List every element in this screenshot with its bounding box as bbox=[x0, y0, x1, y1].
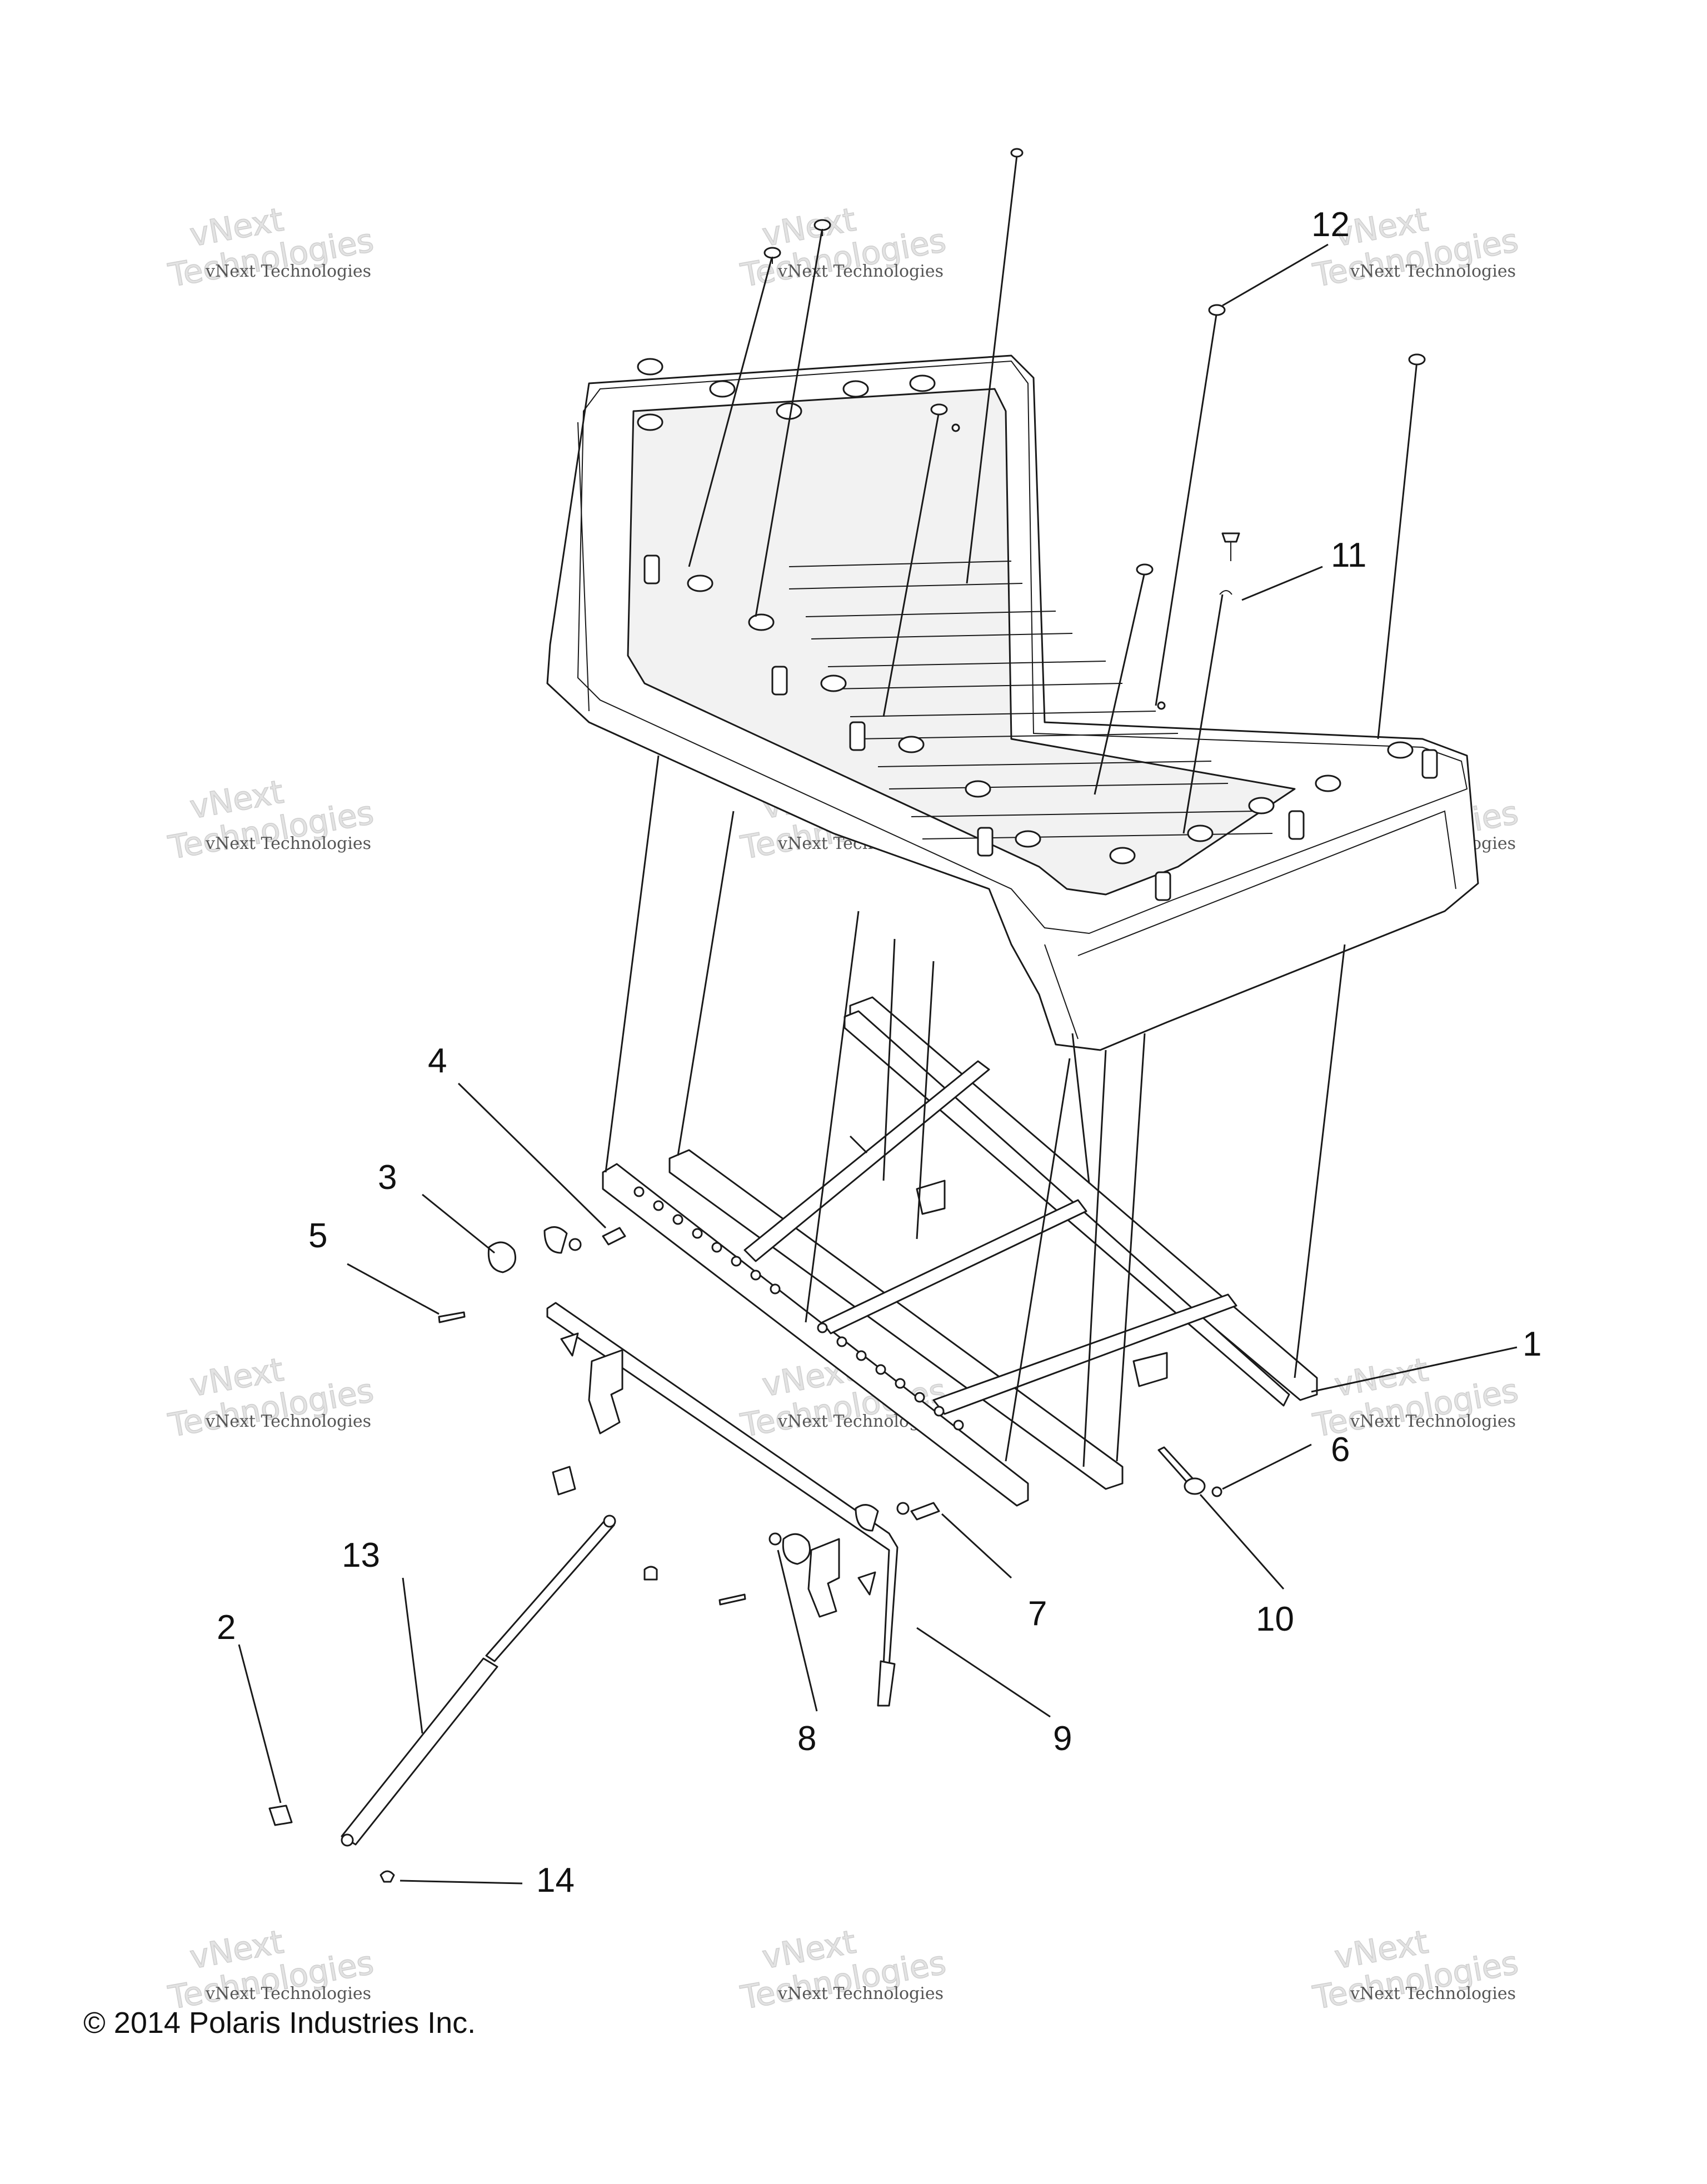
bushing bbox=[1184, 1477, 1206, 1495]
callout-1: 1 bbox=[1523, 1325, 1541, 1363]
lever-handle bbox=[877, 1660, 896, 1707]
svg-text:vNext Technologies: vNext Technologies bbox=[205, 1412, 371, 1431]
callout-10: 10 bbox=[1256, 1600, 1294, 1638]
svg-text:vNext Technologies: vNext Technologies bbox=[1350, 262, 1516, 281]
cargo-box-rim bbox=[577, 360, 1468, 934]
callout-11: 11 bbox=[1331, 536, 1366, 574]
bushing bbox=[487, 1241, 516, 1273]
gas-strut bbox=[485, 1518, 615, 1662]
bushing bbox=[782, 1533, 811, 1565]
cargo-box-floor bbox=[627, 388, 1296, 896]
watermark: vNext Technologies vNext Technologies bbox=[165, 1350, 377, 1445]
washer bbox=[1211, 1486, 1222, 1497]
gas-strut-cylinder bbox=[341, 1657, 498, 1846]
latch-assembly bbox=[268, 1226, 1222, 1883]
pin bbox=[602, 1227, 626, 1246]
rail-holes bbox=[633, 1186, 964, 1431]
screw bbox=[1221, 532, 1240, 561]
latch-hook bbox=[588, 1349, 623, 1435]
bolt bbox=[438, 1311, 466, 1323]
callout-8: 8 bbox=[797, 1720, 816, 1758]
callout-4: 4 bbox=[428, 1042, 447, 1080]
push-rivet bbox=[1010, 148, 1024, 158]
bolt bbox=[718, 1593, 746, 1606]
watermark: vNext Technologies vNext Technologies bbox=[165, 200, 377, 295]
assembly-leader-lines bbox=[605, 155, 1418, 1467]
crossbar bbox=[821, 1199, 1087, 1335]
push-rivets bbox=[763, 148, 1426, 595]
svg-text:vNext Technologies: vNext Technologies bbox=[205, 1984, 371, 2003]
pin bbox=[268, 1805, 293, 1826]
svg-text:vNext Technologies: vNext Technologies bbox=[1350, 1984, 1516, 2003]
callout-3: 3 bbox=[378, 1158, 397, 1197]
clip bbox=[1219, 590, 1232, 595]
callout-7: 7 bbox=[1028, 1595, 1047, 1633]
push-rivet bbox=[763, 247, 781, 264]
watermark: vNext Technologies vNext Technologies bbox=[1310, 1922, 1521, 2017]
push-rivet bbox=[813, 219, 831, 236]
svg-text:vNext Technologies: vNext Technologies bbox=[777, 1984, 944, 2003]
callout-labels: 1 2 3 4 5 6 7 8 9 10 11 12 13 14 bbox=[217, 206, 1541, 1900]
push-rivet bbox=[1408, 353, 1426, 366]
svg-text:vNext Technologies: vNext Technologies bbox=[777, 262, 944, 281]
callout-9: 9 bbox=[1053, 1720, 1072, 1758]
callout-leaders bbox=[238, 243, 1518, 1885]
push-rivet bbox=[1208, 304, 1226, 316]
watermark: vNext Technologies vNext Technologies bbox=[165, 1922, 377, 2017]
callout-13: 13 bbox=[342, 1536, 380, 1575]
nut bbox=[768, 1532, 782, 1546]
callout-12: 12 bbox=[1311, 206, 1350, 244]
callout-2: 2 bbox=[217, 1608, 236, 1647]
push-rivet bbox=[930, 403, 948, 416]
crossbar bbox=[743, 1060, 990, 1262]
tie-down-hooks bbox=[643, 554, 1438, 901]
callout-6: 6 bbox=[1331, 1431, 1350, 1469]
pin bbox=[910, 1502, 940, 1521]
watermark: vNext Technologies vNext Technologies bbox=[165, 772, 377, 867]
svg-text:vNext Technologies: vNext Technologies bbox=[205, 834, 371, 853]
crossbar bbox=[932, 1293, 1237, 1415]
svg-text:vNext Technologies: vNext Technologies bbox=[1350, 1412, 1516, 1431]
callout-5: 5 bbox=[308, 1217, 327, 1255]
svg-text:vNext Technologies: vNext Technologies bbox=[205, 262, 371, 281]
left-rail bbox=[602, 1163, 1029, 1507]
callout-14: 14 bbox=[536, 1861, 575, 1900]
watermark: vNext Technologies vNext Technologies bbox=[737, 1922, 949, 2017]
nut bbox=[896, 1502, 910, 1515]
retaining-clip bbox=[380, 1870, 395, 1883]
copyright-notice: © 2014 Polaris Industries Inc. bbox=[83, 2006, 476, 2040]
latch-hook bbox=[807, 1538, 840, 1618]
nut bbox=[568, 1238, 582, 1251]
cargo-box bbox=[546, 354, 1479, 1051]
rim-holes bbox=[637, 358, 1414, 864]
push-rivet bbox=[1136, 563, 1154, 576]
frame-rails bbox=[602, 996, 1318, 1507]
